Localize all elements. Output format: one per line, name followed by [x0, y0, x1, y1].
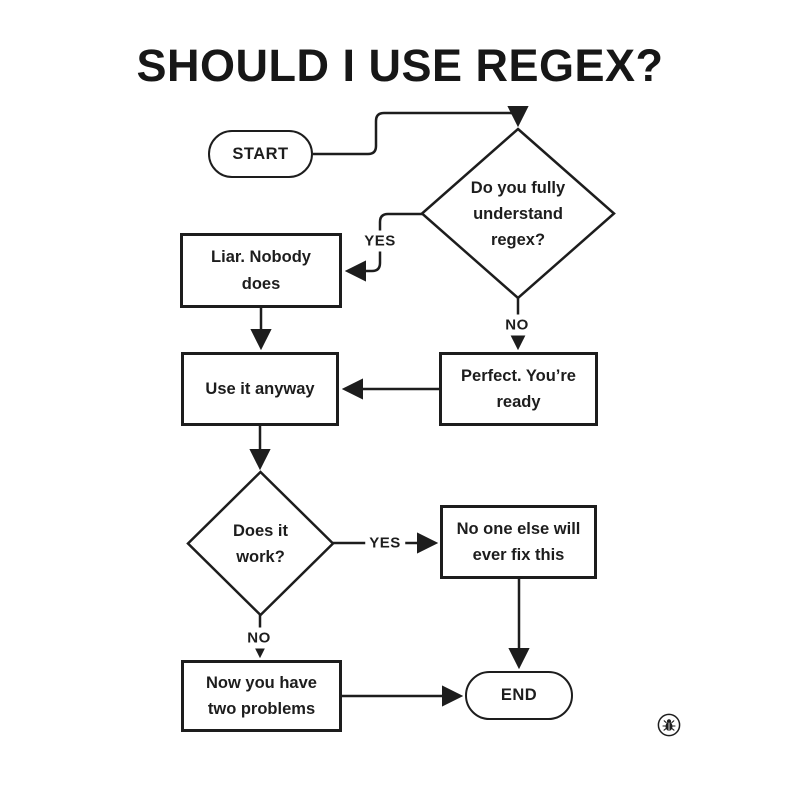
edge-label-work-no: NO — [243, 627, 275, 649]
end-node: END — [465, 671, 573, 720]
edge-start-to-understand — [313, 105, 529, 156]
process-liar-nobody-does-label: Liar. Nobody does — [211, 248, 311, 293]
decision-understand-regex: Do you fully understand regex? — [448, 172, 588, 256]
decision-understand-regex-shape — [420, 127, 616, 300]
process-perfect-youre-ready: Perfect. You’re ready — [439, 352, 598, 426]
process-no-one-else-label: No one else will ever fix this — [456, 519, 581, 564]
edge-label-understand-yes: YES — [360, 230, 400, 252]
decision-does-it-work: Does it work? — [200, 506, 321, 582]
process-no-one-else: No one else will ever fix this — [440, 505, 597, 579]
decision-understand-regex-label: Do you fully understand regex? — [470, 178, 566, 250]
process-use-it-anyway: Use it anyway — [181, 352, 339, 426]
decision-does-it-work-label: Does it work? — [232, 521, 288, 566]
page-title: SHOULD I USE REGEX? — [136, 40, 664, 91]
process-two-problems: Now you have two problems — [181, 660, 342, 732]
bug-icon — [657, 713, 681, 737]
decision-does-it-work-shape — [186, 470, 335, 617]
process-liar-nobody-does: Liar. Nobody does — [180, 233, 342, 308]
edge-label-work-yes: YES — [365, 532, 405, 554]
process-perfect-youre-ready-label: Perfect. You’re ready — [461, 366, 576, 411]
process-use-it-anyway-label: Use it anyway — [205, 379, 315, 398]
process-two-problems-label: Now you have two problems — [206, 673, 317, 718]
start-node-label: START — [232, 144, 289, 163]
end-node-label: END — [500, 686, 538, 705]
start-node: START — [208, 130, 313, 178]
edge-label-understand-no: NO — [501, 314, 533, 336]
